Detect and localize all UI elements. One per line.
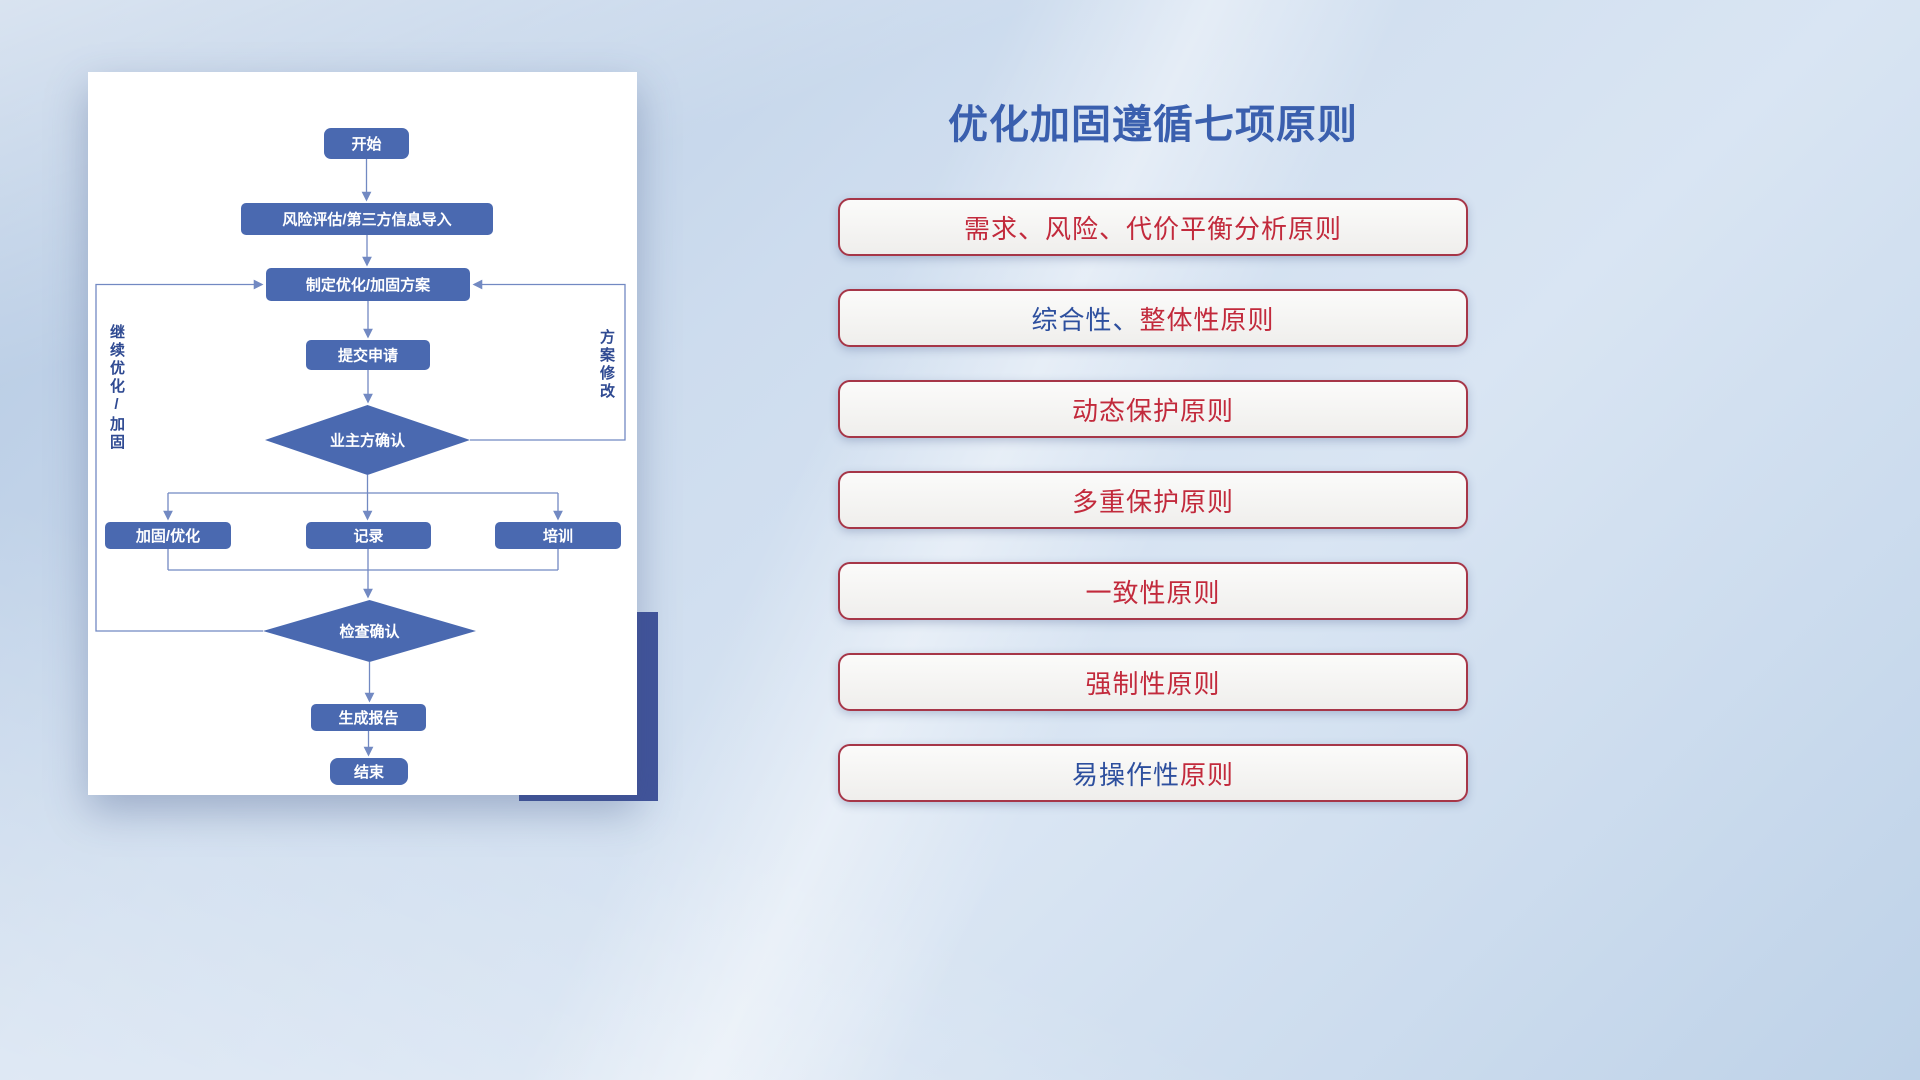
principle-text-segment: 需求、风险、代价平衡分析原则 — [963, 213, 1342, 244]
flow-node-report — [311, 704, 426, 731]
principle-text-segment: 强制性原则 — [1085, 668, 1221, 699]
principle-text-segment: 综合性、 — [1031, 304, 1140, 335]
principles-list: 需求、风险、代价平衡分析原则综合性、整体性原则动态保护原则多重保护原则一致性原则… — [838, 198, 1468, 835]
edge-check-loop-continue — [95, 279, 264, 632]
principle-item: 强制性原则 — [838, 653, 1468, 711]
flow-node-risk-label: 风险评估/第三方信息导入 — [282, 211, 451, 229]
flow-node-record-label: 记录 — [353, 528, 383, 545]
principle-text-segment: 动态保护原则 — [1071, 395, 1234, 426]
edge-owner-loop-modify — [470, 279, 626, 441]
flow-nodes — [105, 128, 621, 785]
principle-text-segment: 易操作性 — [1071, 759, 1180, 790]
flow-node-reinforce-label: 加固/优化 — [135, 527, 200, 545]
principle-item: 易操作性原则 — [838, 744, 1468, 802]
principle-item: 多重保护原则 — [838, 471, 1468, 529]
principle-text-segment: 多重保护原则 — [1071, 486, 1234, 517]
flow-node-start-label: 开始 — [351, 135, 381, 153]
flow-edges — [95, 159, 626, 757]
flow-node-submit — [306, 340, 430, 370]
flowchart: 开始 风险评估/第三方信息导入 制定优化/加固方案 提交申请 业主方确认 加固/… — [95, 128, 626, 785]
page-title: 优化加固遵循七项原则 — [948, 103, 1358, 147]
flow-node-reinforce — [105, 522, 231, 549]
flow-node-record — [306, 522, 431, 549]
flow-node-risk — [241, 203, 493, 235]
flow-edge-label-modify: 方案修改 — [598, 329, 615, 401]
flow-node-end-label: 结束 — [354, 763, 385, 781]
flow-node-submit-label: 提交申请 — [338, 347, 398, 365]
flow-node-check-confirm — [263, 600, 476, 662]
flow-node-labels: 开始 风险评估/第三方信息导入 制定优化/加固方案 提交申请 业主方确认 加固/… — [135, 135, 573, 781]
flow-node-end — [330, 758, 408, 785]
principle-item: 综合性、整体性原则 — [838, 289, 1468, 347]
flow-node-start — [324, 128, 409, 159]
principle-item: 一致性原则 — [838, 562, 1468, 620]
principle-text-segment: 原则 — [1180, 759, 1235, 790]
flow-node-check-confirm-label: 检查确认 — [339, 623, 400, 641]
principle-item: 需求、风险、代价平衡分析原则 — [838, 198, 1468, 256]
principle-text-segment: 整体性原则 — [1139, 304, 1275, 335]
flowchart-card: 开始 风险评估/第三方信息导入 制定优化/加固方案 提交申请 业主方确认 加固/… — [88, 72, 637, 795]
principle-item: 动态保护原则 — [838, 380, 1468, 438]
flow-node-report-label: 生成报告 — [338, 709, 398, 727]
flow-node-plan — [266, 268, 470, 301]
principle-text-segment: 一致性原则 — [1085, 577, 1221, 608]
flow-node-plan-label: 制定优化/加固方案 — [306, 276, 431, 294]
flow-edge-label-continue: 继续优化/加固 — [108, 324, 125, 452]
flow-node-owner-confirm — [265, 405, 470, 475]
flow-node-owner-confirm-label: 业主方确认 — [330, 432, 406, 450]
flow-node-training — [495, 522, 621, 549]
flow-node-training-label: 培训 — [543, 527, 573, 545]
